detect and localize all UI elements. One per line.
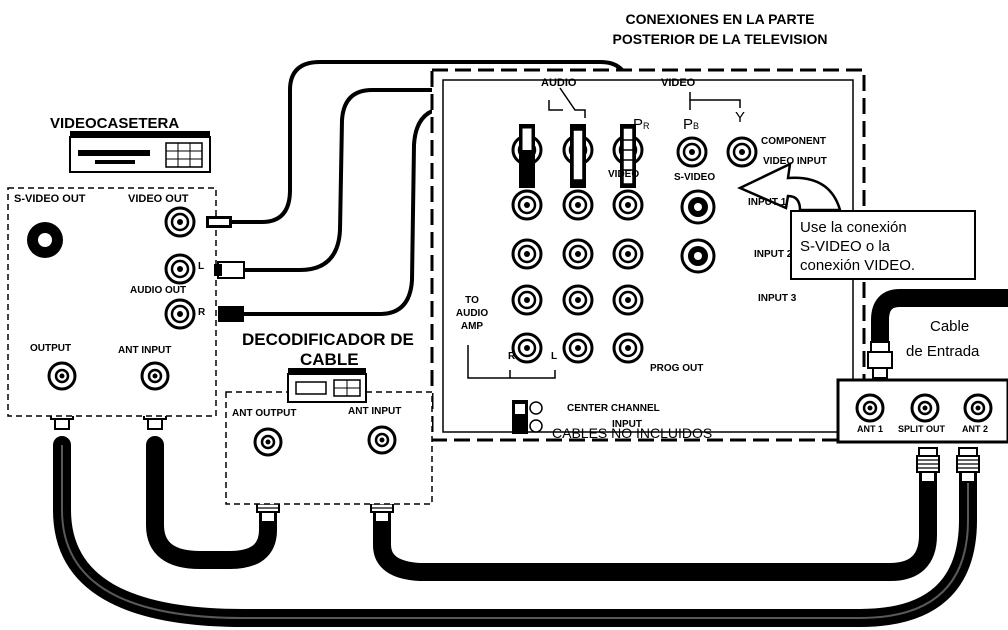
tv-input3-label: INPUT 3 [758,293,797,304]
tv-to-label: TO [465,295,479,306]
vcr-audio-out-label: AUDIO OUT [130,285,187,296]
coax-vcr-antinput-to-decoder-output [146,436,277,569]
decoder-panel-graphic [225,368,433,505]
decoder-ant-input-label: ANT INPUT [348,406,402,417]
tv-center-channel-line2: INPUT [612,419,642,430]
coax-decoder-input-to-split [373,461,937,581]
vcr-audio-r-jack [164,298,196,330]
tv-center-channel-line1: CENTER CHANNEL [567,403,660,414]
vcr-ant-input-label: ANT INPUT [118,345,172,356]
svideo-video-callout: Use la conexión S-VIDEO o la conexión VI… [790,210,976,280]
splitter-ant1-label: ANT 1 [857,424,884,434]
tv-video-label: VIDEO [661,77,696,89]
splitter-ant2-jack [963,393,993,423]
decoder-device-icon [287,368,367,403]
vcr-audio-l-jack [164,253,196,285]
tv-input1-label: INPUT 1 [748,197,787,208]
vcr-svideo-out-label: S-VIDEO OUT [14,193,86,205]
splitter-ant2-label: ANT 2 [962,424,989,434]
coax-connector [956,447,980,483]
decoder-title-line2: CABLE [300,350,359,369]
tv-title-line2: POSTERIOR DE LA TELEVISION [612,31,828,47]
coax-connector [916,447,940,483]
decoder-ant-output-jack [253,427,283,457]
callout-line2: S-VIDEO o la [800,238,891,255]
tv-component-line2: VIDEO INPUT [763,156,827,167]
tv-amp-label: AMP [460,321,484,332]
vcr-output-label: OUTPUT [30,343,72,354]
tv-pb-label: PB [683,116,700,133]
decoder-ant-output-label: ANT OUTPUT [232,408,297,419]
coax-cables [53,289,1008,628]
tv-prog-out-label: PROG OUT [650,363,704,374]
callout-line1: Use la conexión [800,219,907,236]
tv-l-label: L [551,351,558,362]
tv-svideo-jacks [680,189,716,274]
tv-pr-label: PR [633,116,650,133]
decoder-ant-input-jack [367,425,397,455]
vcr-title: VIDEOCASETERA [50,115,180,132]
vcr-device-icon [69,131,211,173]
tv-input2-label: INPUT 2 [754,249,793,260]
splitter-ant1-jack [855,393,885,423]
tv-r-label: R [508,351,516,362]
tv-component-line1: COMPONENT [761,136,826,147]
vcr-video-out-label: VIDEO OUT [128,193,189,205]
tv-y-label: Y [735,109,746,126]
center-channel-terminals [512,400,543,434]
vcr-rca-plugs [206,216,245,322]
tv-title-line1: CONEXIONES EN LA PARTE [625,11,815,27]
vcr-l-label: L [198,261,205,272]
cables-not-included-label: CABLES NO INCLUIDOS [552,425,713,441]
coax-cables-inner [61,445,969,620]
incoming-cable-line2: de Entrada [906,343,980,360]
incoming-cable-line1: Cable [930,318,970,335]
vcr-r-label: R [198,307,206,318]
callout-line3: conexión VIDEO. [800,257,916,274]
splitter-graphic [836,378,1008,444]
tv-audio-label: AUDIO [541,77,577,89]
vcr-video-out-jack [164,206,196,238]
decoder-title-line1: DECODIFICADOR DE [242,330,414,349]
vcr-ant-input-jack [140,361,170,391]
coax-vcr-output-to-ant2 [53,436,977,628]
vcr-output-jack [47,361,77,391]
rca-plugs-on-tv [519,124,636,188]
vcr-panel-graphic [7,131,245,417]
tv-video-row-label: VIDEO [608,169,640,180]
incoming-cable-connector [867,341,893,379]
splitter-split-out-label: SPLIT OUT [898,424,945,434]
tv-svideo-label: S-VIDEO [674,172,716,183]
splitter-split-out-jack [910,393,940,423]
coax-incoming-cable [871,289,1008,354]
tv-audio-amp-label: AUDIO [455,308,489,319]
